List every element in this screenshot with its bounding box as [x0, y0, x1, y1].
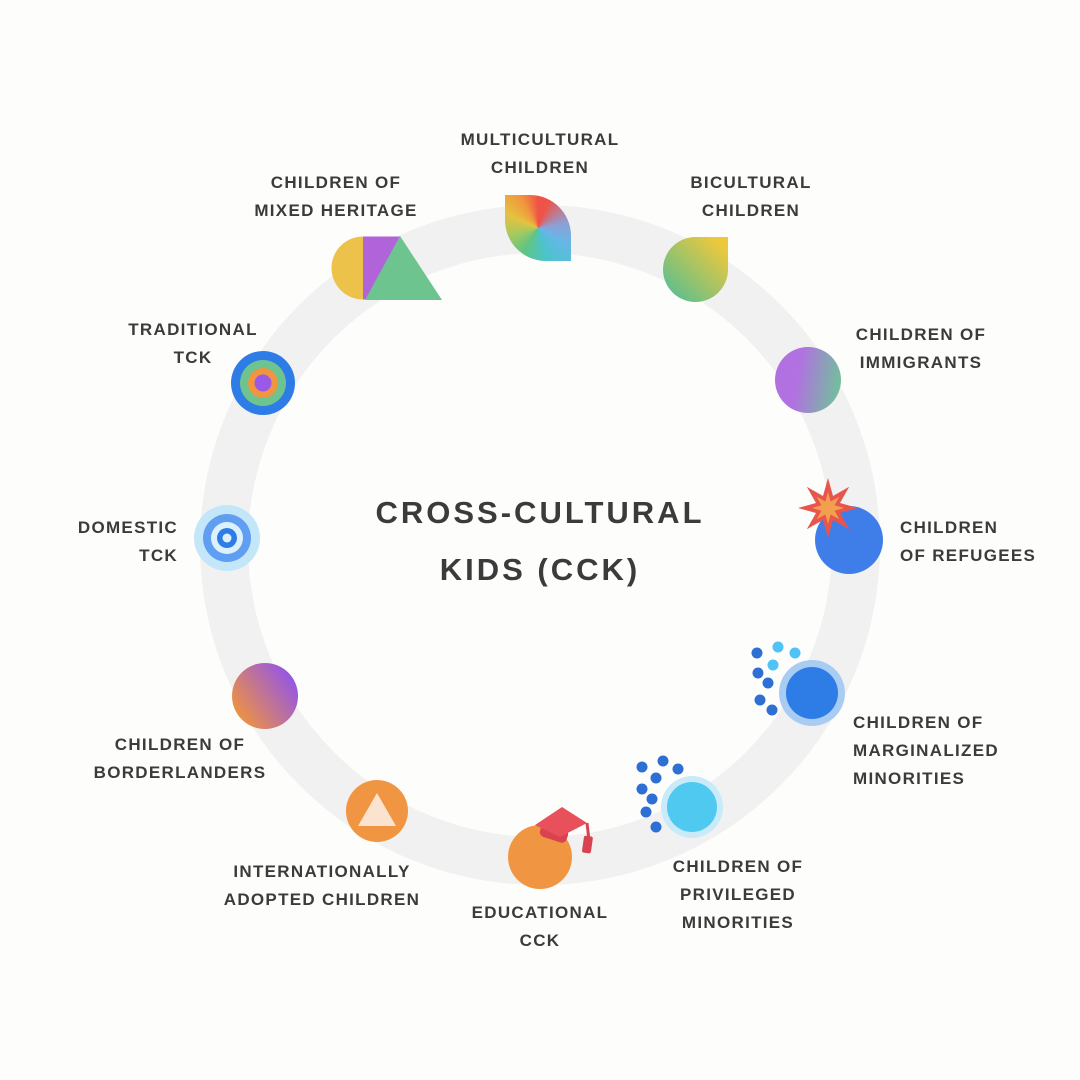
purple-green-circle-icon — [775, 347, 841, 413]
label-traditional-tck: TRADITIONAL TCK — [128, 320, 258, 367]
label-children-of-immigrants: CHILDREN OF IMMIGRANTS — [855, 325, 987, 372]
privileged-minorities-icon — [636, 755, 723, 838]
orange-purple-circle-icon — [232, 663, 298, 729]
scatter-dot — [751, 647, 763, 659]
adopted-children-icon — [346, 780, 408, 842]
label-children-of-borderlanders: CHILDREN OF BORDERLANDERS — [93, 735, 267, 782]
label-children-of-mixed-heritage: CHILDREN OF MIXED HERITAGE — [254, 173, 418, 220]
scatter-dot — [789, 647, 801, 659]
bullseye-center — [254, 374, 272, 392]
marginalized-minorities-icon — [751, 641, 845, 726]
label-children-of-refugees: CHILDREN OF REFUGEES — [900, 518, 1037, 565]
core-circle — [667, 782, 717, 832]
label-multicultural-children: MULTICULTURAL CHILDREN — [460, 130, 620, 177]
scatter-dot — [650, 821, 662, 833]
scatter-dot — [636, 761, 648, 773]
domestic-tck-bullseye-icon — [194, 505, 260, 571]
yellow-green-drop-icon — [663, 237, 728, 302]
bullseye-center — [222, 533, 232, 543]
diagram-title: CROSS-CULTURAL KIDS (CCK) — [375, 495, 705, 587]
label-children-of-marginalized-minorities: CHILDREN OF MARGINALIZED MINORITIES — [853, 713, 999, 788]
burst-icon — [798, 478, 858, 538]
inner-triangle — [358, 793, 396, 826]
scatter-dot — [767, 659, 779, 671]
traditional-tck-bullseye-icon — [231, 351, 295, 415]
burst-inner-star — [812, 492, 844, 524]
core-circle — [786, 667, 838, 719]
label-educational-cck: EDUCATIONAL CCK — [471, 903, 609, 950]
label-bicultural-children: BICULTURAL CHILDREN — [690, 173, 812, 220]
green-triangle — [365, 236, 442, 300]
scatter-dot — [640, 806, 652, 818]
label-children-of-privileged-minorities: CHILDREN OF PRIVILEGED MINORITIES — [672, 857, 804, 932]
scatter-dot — [752, 667, 764, 679]
yellow-semicircle — [331, 236, 363, 300]
scatter-dot — [636, 783, 648, 795]
cap-tassel — [582, 835, 593, 854]
scatter-dot — [672, 763, 684, 775]
educational-cck-icon — [508, 807, 593, 889]
scatter-dot — [646, 793, 658, 805]
label-internationally-adopted-children: INTERNATIONALLY ADOPTED CHILDREN — [223, 862, 421, 909]
scatter-dot — [657, 755, 669, 767]
graduation-cap-icon — [535, 807, 587, 837]
cap-tassel-cord — [585, 822, 591, 841]
mixed-heritage-icon — [331, 236, 442, 300]
scatter-dot — [772, 641, 784, 653]
label-domestic-tck: DOMESTIC TCK — [77, 518, 178, 565]
scatter-dot — [766, 704, 778, 716]
scatter-dot — [754, 694, 766, 706]
scatter-dot — [650, 772, 662, 784]
scatter-dot — [762, 677, 774, 689]
